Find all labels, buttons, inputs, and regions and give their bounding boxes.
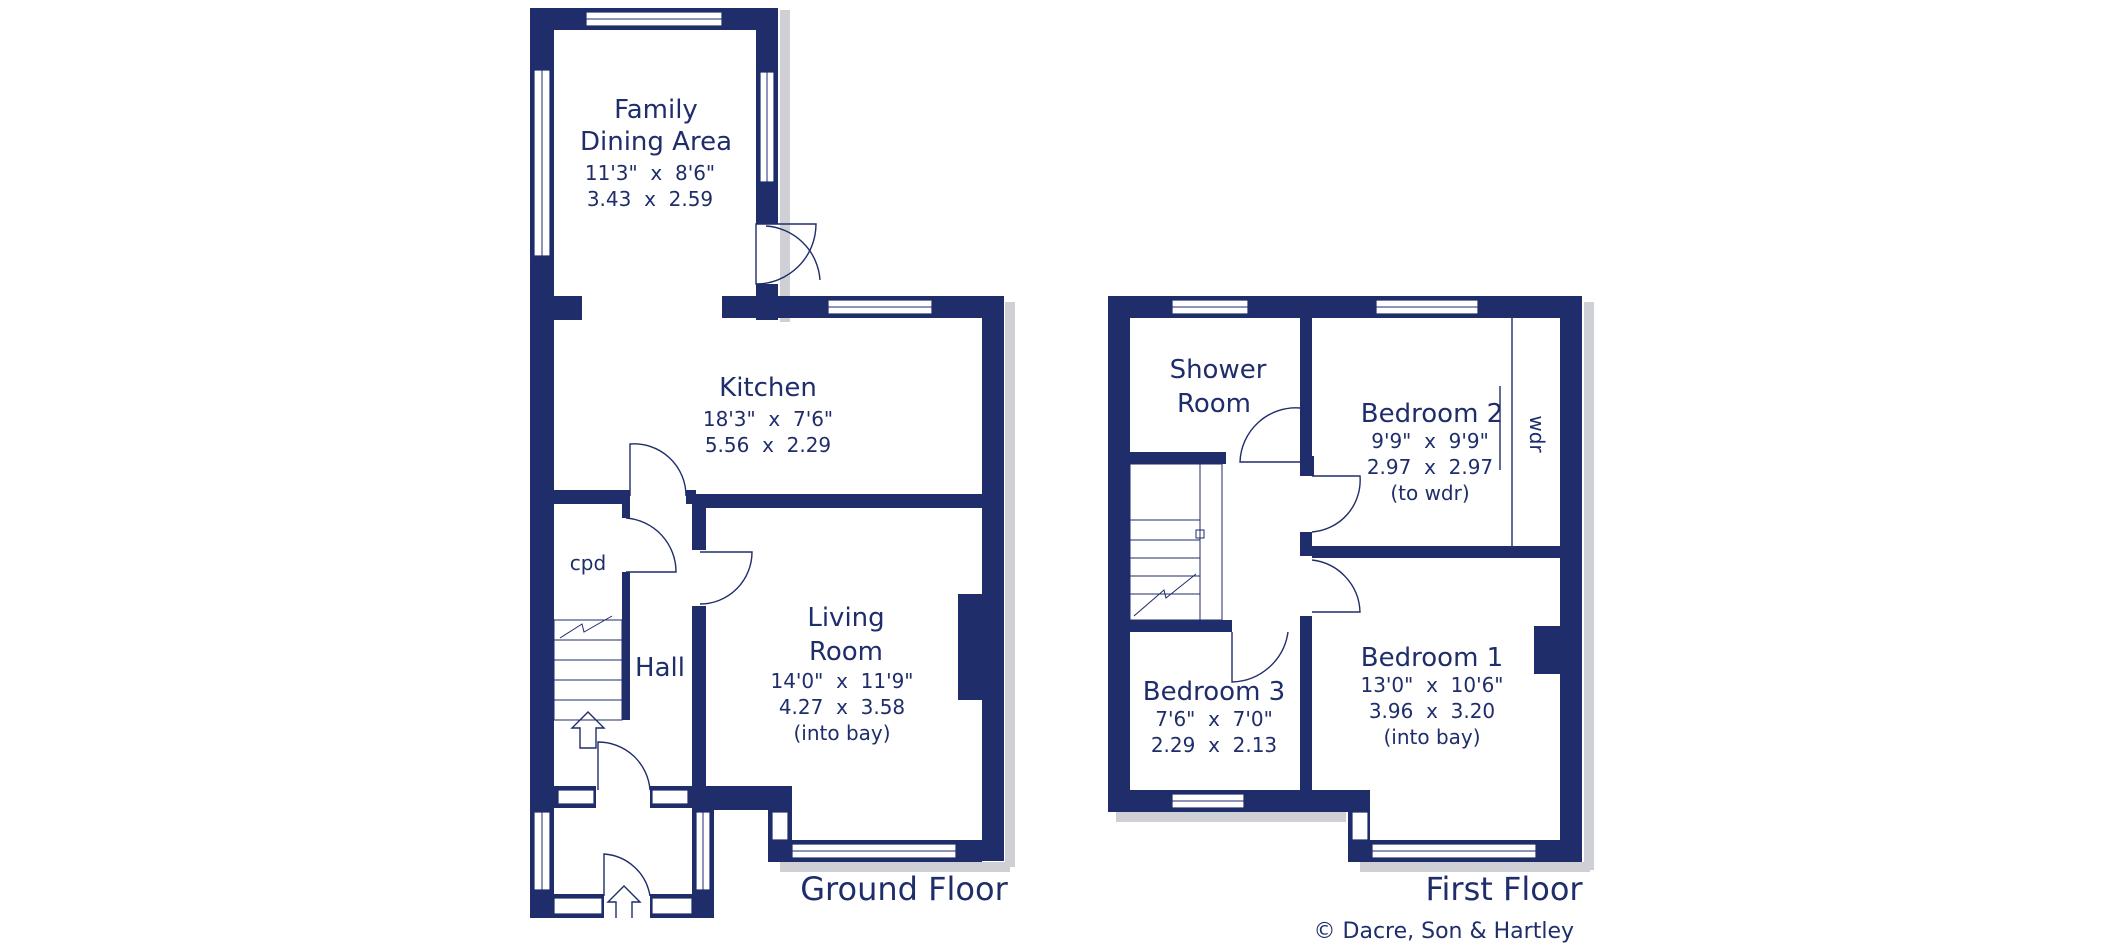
room-name-kitchen: Kitchen (719, 373, 817, 403)
floor-label-ground: Ground Floor (800, 870, 1008, 908)
room-name-dining: Family (614, 95, 698, 125)
staircase (1129, 463, 1223, 621)
room-dim-bedroom3: 2.29 x 2.13 (1151, 733, 1277, 757)
room-name-cpd: cpd (570, 551, 606, 575)
room-name-shower: Shower (1170, 355, 1267, 385)
ground-floor-plan: Family Dining Area 11'3" x 8'6" 3.43 x 2… (530, 8, 1015, 918)
room-name-bedroom1: Bedroom 1 (1361, 643, 1503, 673)
wall (1300, 616, 1312, 790)
wardrobe-label: wdr (1525, 415, 1549, 453)
window (651, 789, 689, 805)
door (765, 225, 821, 281)
wall (622, 572, 630, 720)
staircase (553, 615, 623, 721)
door (629, 443, 687, 497)
wall (1560, 296, 1582, 861)
window (1351, 811, 1369, 841)
wall (692, 494, 706, 550)
door (603, 853, 651, 897)
room-name-dining: Dining Area (580, 127, 732, 157)
window (553, 897, 603, 915)
wall (1130, 452, 1226, 464)
floor-label-first: First Floor (1425, 870, 1583, 908)
window (771, 811, 789, 841)
wall (686, 490, 696, 504)
room-dim-bedroom1: 13'0" x 10'6" (1360, 673, 1503, 697)
door (1311, 475, 1361, 533)
copyright-notice: © Dacre, Son & Hartley (1314, 919, 1574, 944)
room-dim-dining: 3.43 x 2.59 (587, 187, 713, 211)
room-note-living: (into bay) (793, 721, 890, 745)
chimney-breast (1534, 626, 1560, 674)
room-name-living: Room (809, 637, 883, 667)
wall (1300, 318, 1312, 456)
room-dim-kitchen: 5.56 x 2.29 (705, 433, 831, 457)
room-dim-bedroom2: 2.97 x 2.97 (1367, 455, 1493, 479)
door (699, 551, 753, 605)
wall (1300, 532, 1312, 556)
first-floor-plan: Shower Room Bedroom 2 9'9" x 9'9" 2.97 x… (1108, 296, 1594, 944)
room-name-shower: Room (1177, 389, 1251, 419)
room-dim-dining: 11'3" x 8'6" (585, 161, 715, 185)
entry-arrow-icon (570, 711, 606, 749)
wall (554, 490, 630, 504)
wall (1130, 620, 1232, 632)
room-dim-living: 4.27 x 3.58 (779, 695, 905, 719)
room-dim-bedroom1: 3.96 x 3.20 (1369, 699, 1495, 723)
door (1239, 407, 1301, 463)
window (557, 789, 595, 805)
room-dim-bedroom2: 9'9" x 9'9" (1371, 429, 1489, 453)
wall (554, 296, 582, 320)
room-name-hall: Hall (635, 653, 685, 683)
door (625, 517, 677, 573)
room-dim-living: 14'0" x 11'9" (770, 669, 913, 693)
room-note-bedroom1: (into bay) (1383, 725, 1480, 749)
wall (692, 606, 706, 798)
wall (982, 296, 1004, 861)
wall (1108, 296, 1130, 812)
wall (530, 300, 554, 780)
room-name-living: Living (807, 603, 884, 633)
room-dim-bedroom3: 7'6" x 7'0" (1155, 707, 1273, 731)
room-name-bedroom2: Bedroom 2 (1361, 399, 1503, 429)
door (597, 741, 651, 791)
wall (1312, 546, 1560, 558)
room-dim-kitchen: 18'3" x 7'6" (703, 407, 833, 431)
window (651, 897, 693, 915)
door (1231, 631, 1289, 683)
wall (622, 500, 630, 518)
wall (696, 494, 982, 508)
door (1311, 559, 1361, 613)
wall (1300, 456, 1314, 476)
room-name-bedroom3: Bedroom 3 (1143, 677, 1285, 707)
chimney-breast (958, 594, 982, 700)
door (755, 223, 817, 285)
room-note-bedroom2: (to wdr) (1390, 481, 1469, 505)
entry-arrow-icon (606, 885, 642, 918)
